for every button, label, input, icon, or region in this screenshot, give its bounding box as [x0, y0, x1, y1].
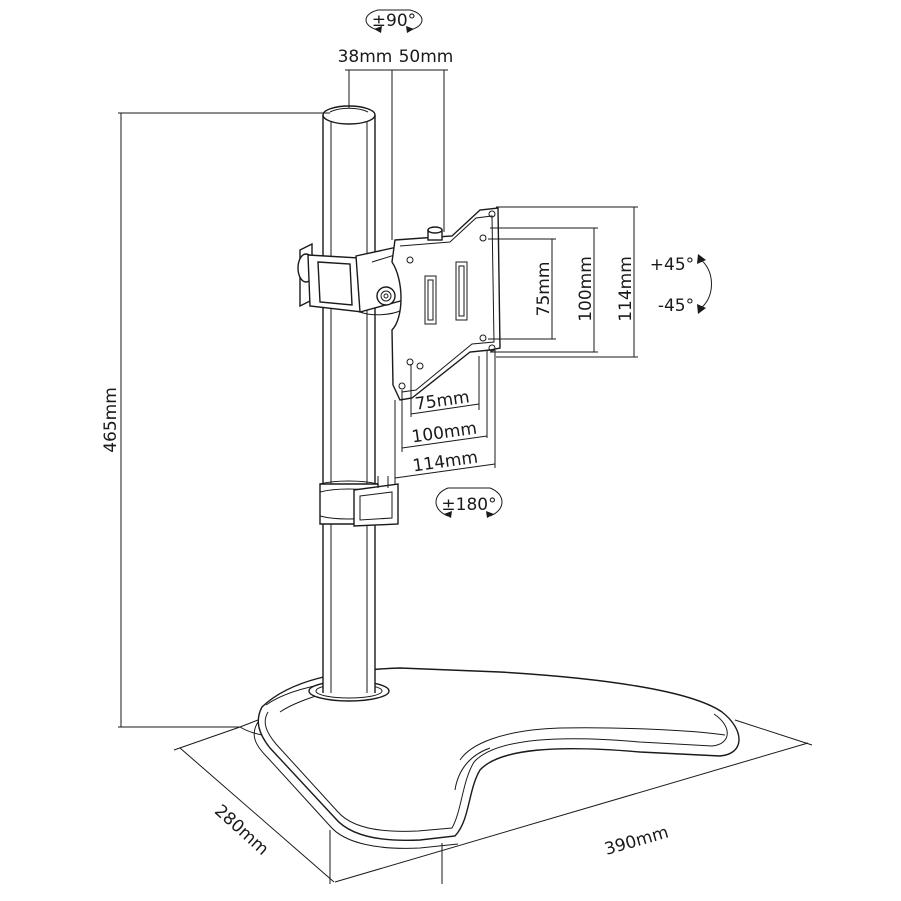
pole-offset-b-label: 50mm [399, 47, 454, 67]
vesa-plate [391, 207, 501, 401]
swivel-arrow-icon [435, 487, 503, 518]
base-width-label: 390mm [602, 823, 671, 860]
vesa-h-114-label: 114mm [411, 448, 479, 477]
rotation-arrow-icon [365, 9, 423, 33]
vesa-v-75-label: 75mm [534, 262, 554, 317]
swivel-label: ±180° [441, 495, 496, 515]
vesa-v-100-label: 100mm [576, 256, 596, 322]
dimension-lines [118, 69, 813, 884]
tilt-up-label: +45° [650, 255, 694, 275]
base-depth-label: 280mm [210, 801, 272, 860]
height-label: 465mm [101, 387, 121, 453]
cable-clip [319, 476, 399, 527]
pole-clamp [297, 242, 405, 316]
tilt-down-label: -45° [658, 296, 694, 316]
pole-offset-a-label: 38mm [338, 47, 393, 67]
tilt-arrow-icon [697, 254, 712, 314]
stand-base [239, 667, 740, 849]
stand-pole [322, 105, 376, 693]
rotation-top-label: ±90° [372, 11, 416, 31]
vesa-v-114-label: 114mm [616, 256, 636, 322]
vesa-h-75-label: 75mm [414, 387, 471, 414]
vesa-h-100-label: 100mm [410, 419, 478, 448]
